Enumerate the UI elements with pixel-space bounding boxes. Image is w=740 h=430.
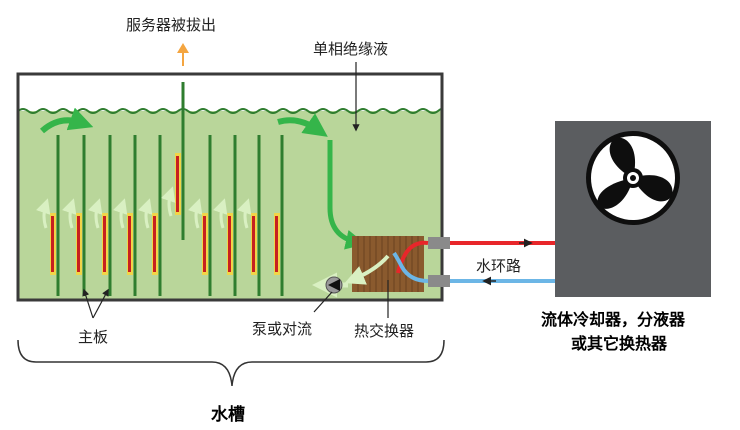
flow-arrow-icon [138, 198, 153, 229]
chip [153, 216, 156, 272]
flow-arrow-icon [40, 107, 94, 134]
chip [228, 216, 231, 272]
label-heat-exchanger: 热交换器 [354, 322, 415, 340]
hot-pipe-inner [396, 240, 429, 274]
label-water-loop: 水环路 [476, 257, 522, 275]
chip [203, 216, 206, 272]
label-motherboard: 主板 [78, 328, 109, 346]
pointer-motherboard [82, 288, 94, 319]
label-cooler-line1: 流体冷却器，分液器 [541, 310, 686, 329]
label-pump-or-convection: 泵或对流 [252, 320, 313, 338]
fan-icon [586, 131, 680, 225]
up-arrow-icon [177, 43, 189, 66]
chip [103, 216, 106, 272]
flow-arrow-icon [237, 198, 252, 229]
flow-arrow-icon [62, 198, 77, 229]
flow-arrow-icon [327, 140, 366, 250]
label-cooler-line2: 或其它换热器 [571, 334, 668, 353]
flow-arrow-icon [113, 198, 128, 229]
fluid-cooler [555, 121, 711, 297]
label-server-pulled-out: 服务器被拔出 [126, 16, 217, 34]
pump-icon [325, 276, 343, 294]
pointer-motherboard [92, 288, 109, 319]
pipe-direction-arrows [482, 238, 533, 286]
tank-brace [17, 339, 445, 387]
rising-flow-arrows [36, 186, 252, 229]
chip [128, 216, 131, 272]
cold-pipe-inner [392, 251, 429, 283]
flow-arrow-icon [161, 186, 176, 217]
tank-outline [16, 72, 444, 302]
chip [252, 216, 255, 272]
flow-arrow-icon [36, 198, 51, 229]
pipe-connector-cold [428, 275, 450, 287]
flow-arrow-icon [88, 198, 103, 229]
flow-arrow-icon [277, 113, 328, 137]
flow-arrow-icon [188, 198, 203, 229]
chip [275, 216, 278, 272]
label-water-tank: 水槽 [211, 405, 245, 425]
pipe-connector-hot [428, 237, 450, 249]
flow-arrow-icon [213, 198, 228, 229]
pointer-lines [82, 62, 389, 319]
flow-arrow-icon [344, 254, 390, 285]
label-single-phase-fluid: 单相绝缘液 [313, 40, 389, 58]
chip [77, 216, 80, 272]
chip [51, 216, 54, 272]
chips [50, 153, 280, 275]
motherboards [56, 82, 284, 296]
chip [176, 156, 179, 212]
pointer-pump [313, 291, 333, 313]
